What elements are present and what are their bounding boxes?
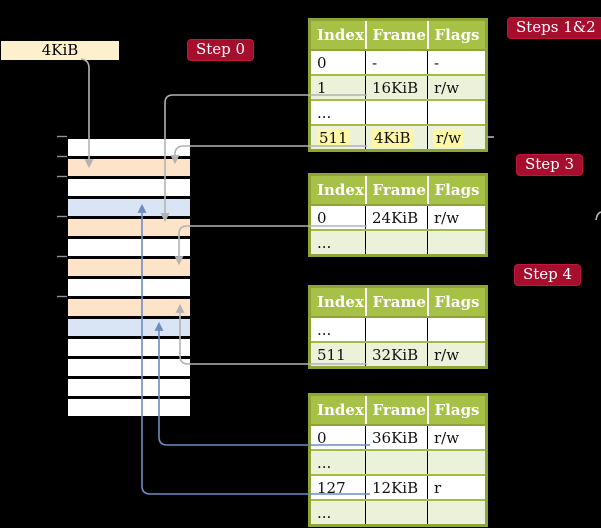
header-row: Index Frame Flags <box>309 394 487 426</box>
step-4-label: Step 4 <box>514 264 582 286</box>
frame-address-box: 4KiB <box>1 41 119 60</box>
col-header-frame: Frame <box>365 286 429 318</box>
table-row: 127 12KiB r <box>309 474 487 500</box>
table-row: ... <box>309 449 487 475</box>
cell-frame: 32KiB <box>365 341 428 368</box>
cell-index: ... <box>309 499 366 526</box>
memory-row-free <box>68 379 190 396</box>
cell-flags <box>427 229 487 256</box>
cell-flags: r/w <box>427 74 487 100</box>
page-table-level-1: Index Frame Flags 0 36KiB r/w ... 127 12… <box>308 393 488 527</box>
memory-row-mapped-page <box>68 319 190 336</box>
table-row: ... <box>309 99 487 125</box>
memory-row-free <box>68 239 190 256</box>
cell-index: 0 <box>309 204 366 230</box>
cell-index: 127 <box>309 474 366 500</box>
page-table-level-4: Index Frame Flags 0 - - 1 16KiB r/w ... … <box>308 18 488 152</box>
memory-row-free <box>68 359 190 376</box>
cell-flags <box>427 316 487 342</box>
cell-flags <box>427 499 487 526</box>
memory-row-page-table <box>68 219 190 236</box>
cell-index: 0 <box>309 424 366 450</box>
physical-memory-column <box>68 136 190 416</box>
table-row: 0 24KiB r/w <box>309 204 487 230</box>
cell-index: 511 <box>309 341 366 368</box>
memory-row-free <box>68 179 190 196</box>
memory-row-page-table <box>68 299 190 316</box>
table-row-highlighted: 511 4KiB r/w <box>309 124 487 151</box>
col-header-index: Index <box>309 174 367 206</box>
col-header-frame: Frame <box>365 174 429 206</box>
steps-1-2-label: Steps 1&2 <box>507 17 601 39</box>
header-row: Index Frame Flags <box>309 174 487 206</box>
col-header-index: Index <box>309 394 367 426</box>
cell-frame <box>365 499 428 526</box>
table-row: 0 36KiB r/w <box>309 424 487 450</box>
cell-index: ... <box>309 99 366 125</box>
cell-flags <box>427 449 487 475</box>
cell-index: ... <box>309 229 366 256</box>
col-header-flags: Flags <box>427 19 487 51</box>
memory-row-page-table <box>68 159 190 176</box>
cell-frame <box>365 99 428 125</box>
cell-index: 0 <box>309 49 366 75</box>
highlighted-value: 511 <box>317 128 350 147</box>
table-row: 511 32KiB r/w <box>309 341 487 368</box>
memory-row-mapped-page <box>68 199 190 216</box>
cell-frame <box>365 316 428 342</box>
col-header-index: Index <box>309 19 367 51</box>
step-3-label: Step 3 <box>516 154 584 176</box>
cell-frame: - <box>365 49 428 75</box>
col-header-flags: Flags <box>427 394 487 426</box>
page-table-level-2: Index Frame Flags ... 511 32KiB r/w <box>308 285 488 369</box>
cell-flags: r/w <box>427 124 487 151</box>
cell-flags: r <box>427 474 487 500</box>
cell-flags: - <box>427 49 487 75</box>
cell-frame: 24KiB <box>365 204 428 230</box>
cell-frame: 16KiB <box>365 74 428 100</box>
table-row: ... <box>309 316 487 342</box>
cell-frame: 12KiB <box>365 474 428 500</box>
col-header-index: Index <box>309 286 367 318</box>
memory-tick-marks <box>57 135 67 298</box>
table-row: 0 - - <box>309 49 487 75</box>
col-header-flags: Flags <box>427 286 487 318</box>
frame-address-label: 4KiB <box>41 41 79 59</box>
header-row: Index Frame Flags <box>309 286 487 318</box>
cell-flags: r/w <box>427 204 487 230</box>
cell-index: ... <box>309 316 366 342</box>
table-row: ... <box>309 499 487 526</box>
cell-index: 511 <box>309 124 366 151</box>
cell-frame <box>365 229 428 256</box>
memory-row-free <box>68 139 190 156</box>
highlighted-value: 4KiB <box>372 128 413 147</box>
cell-flags: r/w <box>427 424 487 450</box>
cell-flags <box>427 99 487 125</box>
table-row: 1 16KiB r/w <box>309 74 487 100</box>
table-row: ... <box>309 229 487 256</box>
cell-index: ... <box>309 449 366 475</box>
cell-index: 1 <box>309 74 366 100</box>
memory-row-free <box>68 339 190 356</box>
memory-row-page-table <box>68 259 190 276</box>
connector-stub-right-edge <box>595 211 601 221</box>
cell-frame <box>365 449 428 475</box>
cell-flags: r/w <box>427 341 487 368</box>
page-table-level-3: Index Frame Flags 0 24KiB r/w ... <box>308 173 488 257</box>
col-header-flags: Flags <box>427 174 487 206</box>
highlighted-value: r/w <box>434 128 464 147</box>
col-header-frame: Frame <box>365 19 429 51</box>
col-header-frame: Frame <box>365 394 429 426</box>
cell-frame: 4KiB <box>365 124 428 151</box>
memory-row-free <box>68 399 190 416</box>
cell-frame: 36KiB <box>365 424 428 450</box>
header-row: Index Frame Flags <box>309 19 487 51</box>
memory-row-free <box>68 279 190 296</box>
step-0-label: Step 0 <box>187 39 255 61</box>
